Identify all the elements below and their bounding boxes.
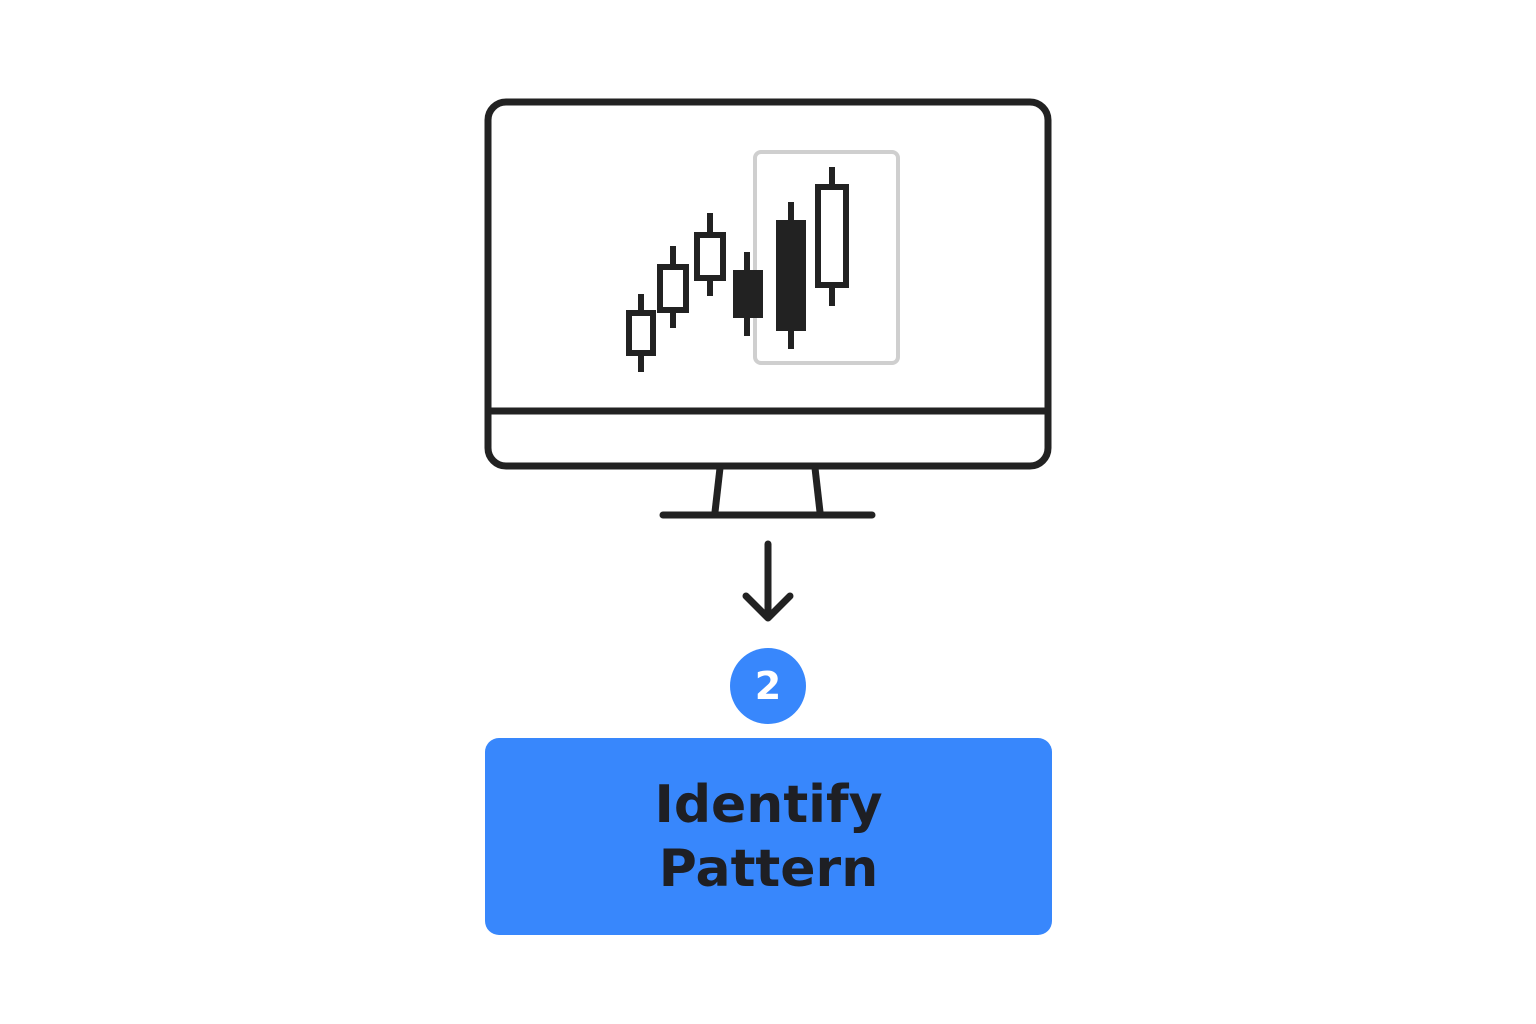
candle-body-filled: [776, 220, 806, 331]
candle-body-hollow: [694, 232, 726, 281]
step-number: 2: [754, 664, 782, 708]
step-number-badge: 2: [730, 648, 806, 724]
step-label-line-1: Identify: [654, 774, 883, 835]
candlestick-chart-icon: [626, 167, 849, 372]
step-label-box: Identify Pattern: [485, 738, 1052, 935]
step-label-line-2: Pattern: [658, 838, 879, 899]
candle-body-hollow: [815, 184, 849, 288]
candle-body-filled: [733, 270, 763, 318]
monitor-frame: [484, 98, 1052, 470]
monitor-stand-left: [711, 467, 724, 513]
candle-body-hollow: [626, 310, 656, 356]
candle-body-hollow: [657, 264, 689, 313]
arrow-down-icon: [742, 540, 794, 622]
monitor-stand-right: [811, 467, 824, 513]
pattern-highlight-box: [753, 150, 900, 365]
monitor-icon: [484, 98, 1052, 519]
arrow-head: [742, 592, 794, 622]
